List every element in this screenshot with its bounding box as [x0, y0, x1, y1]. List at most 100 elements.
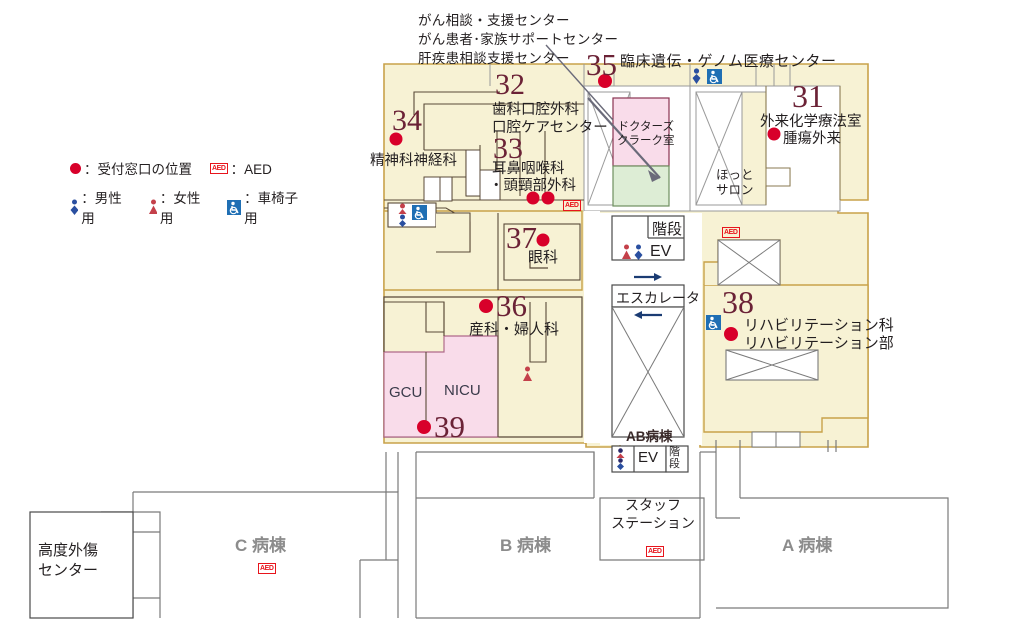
room-nicu: NICU [444, 382, 481, 399]
reception-dot-31 [767, 127, 781, 141]
callout-cancer-line3: 肝疾患相談支援センター [418, 51, 570, 66]
zone-number-39: 39 [434, 409, 465, 444]
restroom-group-zone36 [523, 366, 532, 382]
restroom-group-center-ev [622, 244, 643, 260]
room-dental-1: 歯科口腔外科 [492, 102, 579, 118]
callout-cancer-line1: がん相談・支援センター [418, 13, 570, 28]
aed-icon: AED [210, 162, 228, 174]
aed-icon: AED [563, 200, 581, 211]
male-restroom-icon [634, 244, 643, 260]
reception-dot-38 [724, 327, 738, 341]
label-ab-ward: AB病棟 [626, 429, 673, 444]
legend-wheelchair: ：車椅子用 [227, 187, 306, 227]
legend-reception-label: ：受付窓口の位置 [84, 162, 192, 177]
male-restroom-icon [70, 199, 79, 215]
zone36-block [383, 296, 583, 438]
aed-badge-33: AED [563, 194, 581, 212]
female-restroom-icon [622, 244, 631, 259]
zone37-block [383, 202, 583, 291]
center-escalator [611, 273, 685, 438]
label-ev-center: EV [650, 243, 672, 260]
female-restroom-icon [523, 366, 532, 381]
center-stairs-ev [611, 215, 685, 261]
aed-icon: AED [722, 227, 740, 238]
female-restroom-icon [148, 199, 157, 214]
restroom-group-left-wing [398, 203, 427, 227]
ward-label-b: B 病棟 [500, 536, 551, 555]
room-doctors-clerk: ドクターズ クラーク室 [617, 121, 675, 148]
wheelchair-icon [707, 68, 722, 84]
legend-wheelchair-label: ：車椅子用 [244, 191, 299, 226]
wheelchair-icon [706, 315, 721, 330]
room-ent-2: ・頭頸部外科 [489, 178, 576, 194]
reception-dot-39 [417, 420, 431, 434]
room-rehab-2: リハビリテーション部 [744, 335, 894, 352]
room-dental-2: 口腔ケアセンター [492, 120, 608, 136]
map-legend: ：受付窓口の位置 AED ：AED ：男性用 ：女性用 [70, 158, 320, 236]
zone-number-38: 38 [722, 284, 754, 320]
aed-badge-38: AED [722, 221, 740, 239]
zone-number-37: 37 [506, 220, 537, 255]
ward-label-a: A 病棟 [782, 536, 833, 555]
left-wing-white-rooms [423, 149, 501, 202]
ward-label-c: C 病棟 [235, 536, 286, 555]
zone-number-35: 35 [586, 47, 617, 82]
ward-outlines [100, 440, 949, 619]
reception-dot-36 [479, 299, 493, 313]
label-ev-ab: EV [638, 449, 659, 466]
wheelchair-icon [227, 199, 242, 215]
reception-dot-33a [526, 191, 540, 205]
wheelchair-icon [412, 204, 427, 220]
legend-aed: AED ：AED [210, 158, 272, 178]
ward-label-staff-station: スタッフ ステーション [611, 497, 695, 531]
aed-icon: AED [646, 546, 664, 557]
restroom-group-ab-ward [616, 448, 625, 470]
wheelchair-badge-zone38 [706, 315, 721, 330]
right-shafts [695, 91, 767, 206]
zone31-niche [765, 167, 791, 187]
aed-badge-c-ward: AED [258, 557, 276, 575]
reception-dot-33b [541, 191, 555, 205]
room-psychiatry: 精神科神経科 [370, 153, 457, 169]
legend-reception: ：受付窓口の位置 [70, 158, 192, 178]
reception-dots [389, 74, 781, 434]
room-gcu: GCU [389, 384, 423, 401]
zone-number-32: 32 [495, 68, 525, 101]
reception-dot-35 [598, 74, 612, 88]
callout-leader-lines [545, 44, 661, 182]
legend-row-2: ：男性用 ：女性用 ：車椅子用 [70, 187, 320, 227]
female-male-restroom-icon [398, 203, 407, 227]
aed-icon: AED [258, 563, 276, 574]
trauma-center-box [29, 511, 134, 619]
room-rehab-1: リハビリテーション科 [744, 317, 894, 334]
zone-label-35: 臨床遺伝・ゲノム医療センター [620, 53, 837, 70]
restroom-group-top [692, 68, 722, 84]
room-oncology-outpatient: 腫瘍外来 [783, 131, 841, 147]
legend-male-label: ：男性用 [81, 191, 122, 226]
room-chemo: 外来化学療法室 [760, 114, 862, 130]
reception-dot-37 [536, 233, 550, 247]
callout-cancer-line2: がん患者･家族サポートセンター [418, 32, 619, 47]
reception-dot-icon [70, 162, 81, 174]
legend-female: ：女性用 [148, 187, 210, 227]
legend-row-1: ：受付窓口の位置 AED ：AED [70, 158, 320, 178]
zone-number-31: 31 [792, 78, 824, 114]
female-male-restroom-icon [616, 448, 625, 470]
room-obstetrics: 産科・婦人科 [469, 321, 560, 338]
zone38-block [703, 239, 869, 448]
center-shafts [587, 91, 670, 207]
label-escalator: エスカレータ [616, 290, 700, 306]
legend-female-label: ：女性用 [159, 191, 201, 226]
room-ophthalmology: 眼科 [528, 249, 559, 266]
room-ent-1: 耳鼻咽喉科 [492, 161, 565, 177]
zone-number-36: 36 [496, 288, 527, 323]
zone-number-34: 34 [392, 104, 422, 137]
label-stairs-ab: 階 段 [669, 446, 680, 470]
ward-label-trauma-center: 高度外傷 センター [38, 542, 99, 579]
legend-male: ：男性用 [70, 187, 131, 227]
top-edge-ticks [489, 64, 791, 86]
aed-badge-staff-station: AED [646, 540, 664, 558]
reception-dot-34 [389, 132, 403, 146]
